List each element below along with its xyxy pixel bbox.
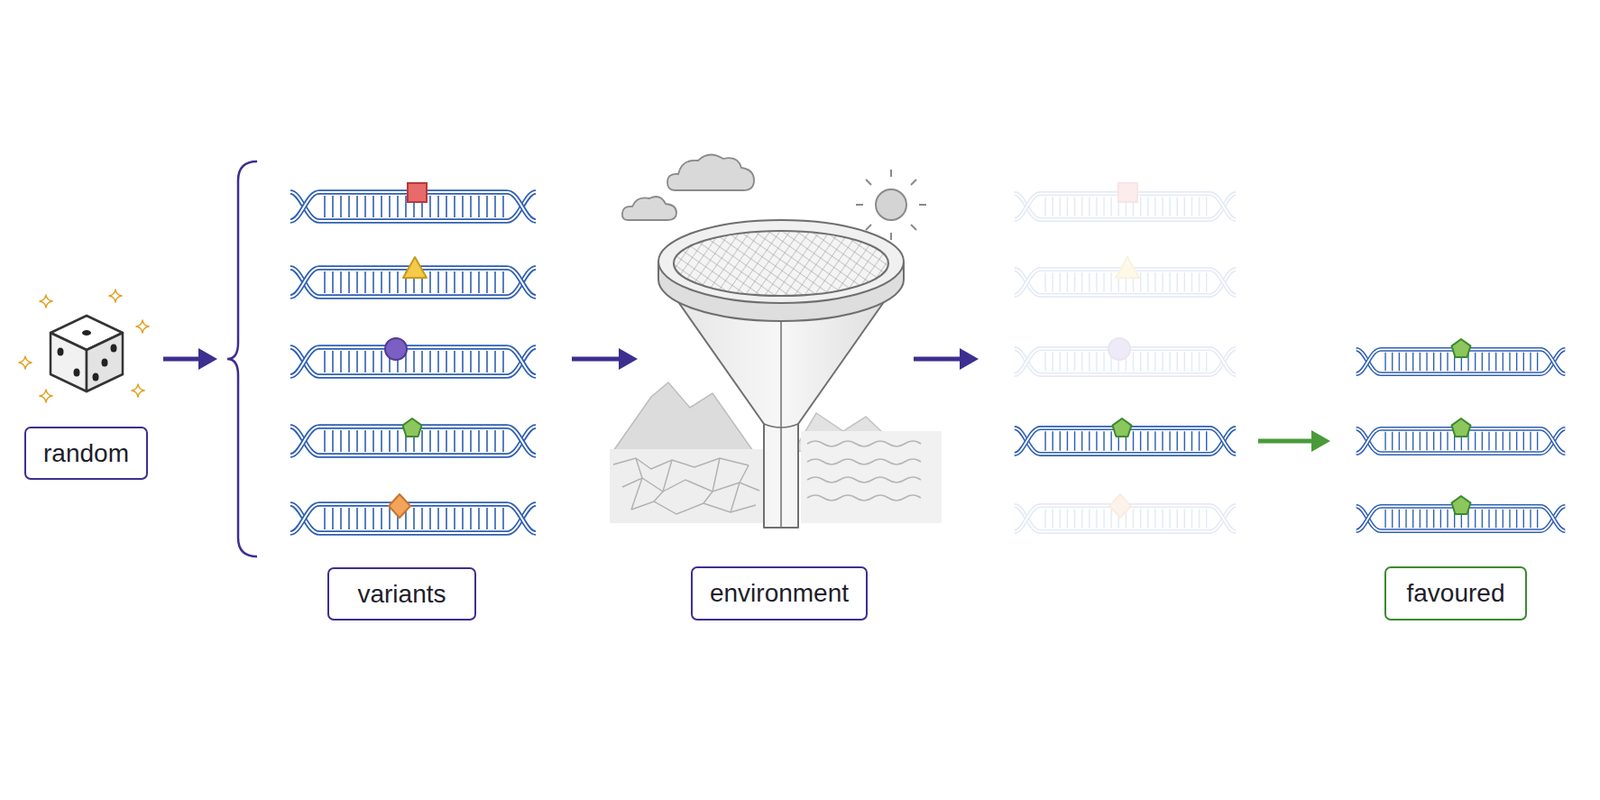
- flow-arrow: [913, 348, 979, 370]
- label-text: variants: [357, 579, 446, 609]
- flow-arrow: [163, 348, 218, 370]
- stage-label: favoured: [1384, 566, 1527, 621]
- selection-arrow: [1258, 430, 1331, 452]
- flow-arrow: [571, 348, 638, 370]
- stage-label: variants: [327, 567, 477, 621]
- clouds: [622, 154, 755, 221]
- label-text: random: [43, 439, 129, 469]
- label-text: environment: [709, 579, 849, 608]
- sun: [855, 169, 927, 240]
- group-bracket: [227, 161, 258, 557]
- dice-icon: [50, 315, 123, 392]
- sparkles: [18, 289, 149, 403]
- stage-label: environment: [690, 566, 868, 621]
- sieve-funnel: [658, 220, 904, 528]
- stage-label: random: [24, 426, 148, 480]
- favoured-strands: [1356, 339, 1566, 532]
- label-text: favoured: [1406, 579, 1506, 608]
- filtered-strands: [1014, 183, 1236, 532]
- variant-strands: [290, 183, 536, 534]
